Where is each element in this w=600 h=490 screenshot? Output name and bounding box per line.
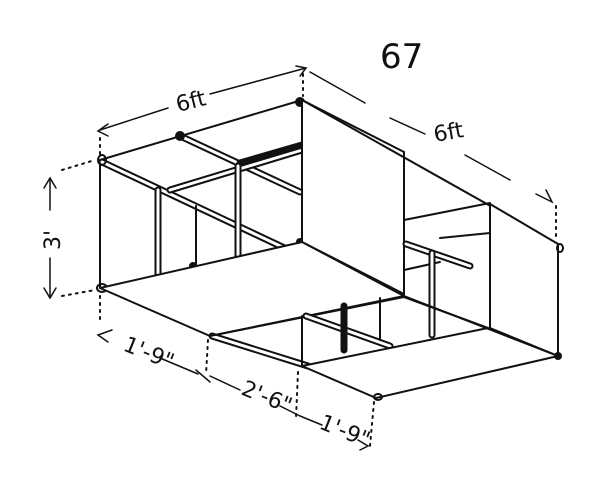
dim-height: 3' (41, 230, 66, 250)
dim-bottom-3: 1'-9" (316, 410, 374, 453)
dim-top-width: 6ft (173, 86, 209, 118)
dim-top-depth: 6ft (432, 118, 466, 148)
frame-back (96, 97, 314, 293)
bottom-frame (99, 241, 559, 401)
dim-bottom-1: 1'-9" (120, 332, 178, 375)
dimension-lines (43, 65, 557, 451)
figure-number: 67 (380, 37, 423, 77)
dim-bottom-2: 2'-6" (238, 376, 296, 419)
frame-right (402, 151, 491, 339)
